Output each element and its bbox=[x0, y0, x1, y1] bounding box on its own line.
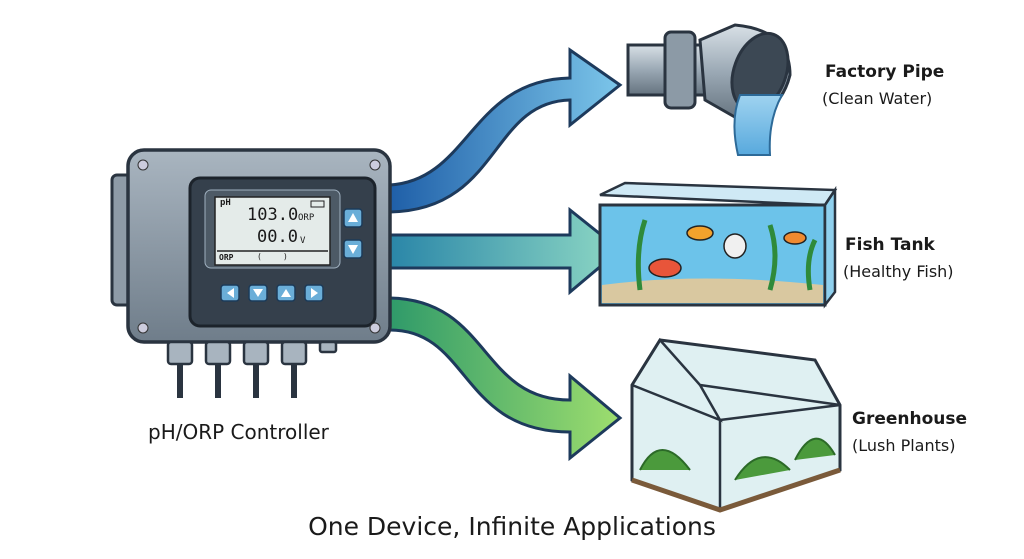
lcd-primary-unit: ORP bbox=[298, 213, 315, 223]
arrow-to-pipe bbox=[388, 47, 623, 214]
ph-orp-controller-device bbox=[110, 148, 392, 398]
device-buttons bbox=[220, 208, 363, 302]
lcd-mode-label: pH bbox=[220, 198, 231, 208]
pipe-subtitle: (Clean Water) bbox=[822, 89, 933, 108]
pipe-title: Factory Pipe bbox=[825, 62, 945, 82]
tank-subtitle: (Healthy Fish) bbox=[843, 262, 954, 281]
arrow-to-tank bbox=[388, 206, 623, 296]
lcd-footer-bracket-open: ( bbox=[257, 252, 262, 261]
lcd-primary-value: 103.0 bbox=[247, 205, 299, 225]
lcd-secondary-unit: V bbox=[300, 236, 306, 246]
controller-label: pH/ORP Controller bbox=[148, 420, 329, 444]
lcd-footer-label: ORP bbox=[219, 253, 234, 262]
arrow-to-greenhouse bbox=[388, 296, 623, 462]
caption: One Device, Infinite Applications bbox=[308, 512, 716, 541]
lcd-secondary-value: 00.0 bbox=[257, 227, 298, 247]
cable-glands bbox=[166, 340, 338, 398]
lcd-footer-bracket-close: ) bbox=[283, 252, 288, 261]
tank-title: Fish Tank bbox=[845, 235, 935, 255]
greenhouse-illustration bbox=[630, 337, 842, 513]
factory-pipe-illustration bbox=[626, 23, 792, 156]
fish-tank-illustration bbox=[598, 181, 838, 309]
greenhouse-subtitle: (Lush Plants) bbox=[852, 436, 956, 455]
battery-icon bbox=[310, 200, 325, 208]
greenhouse-title: Greenhouse bbox=[852, 409, 968, 429]
